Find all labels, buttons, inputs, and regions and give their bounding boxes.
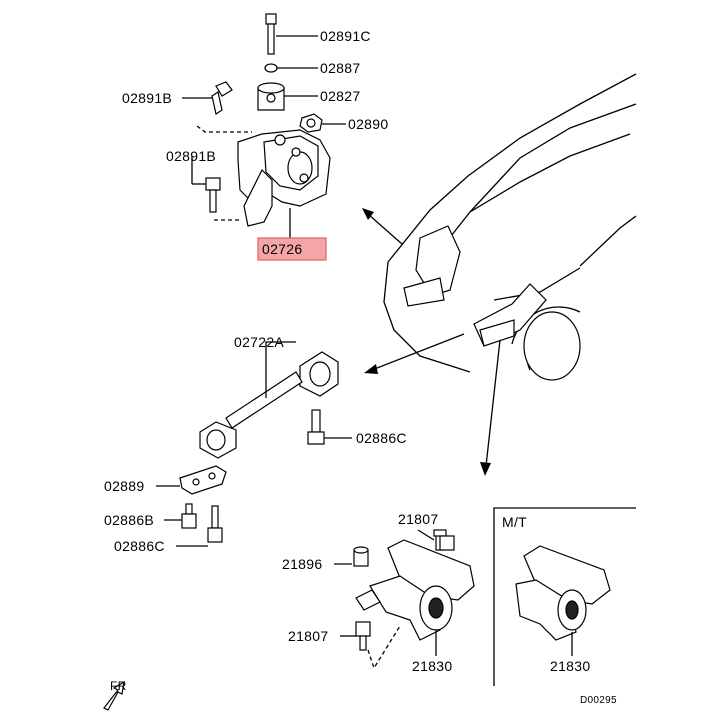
torque-rod-02722a xyxy=(199,351,339,459)
label-front: FR xyxy=(110,679,127,693)
label-02722a: 02722A xyxy=(234,334,284,350)
label-02827: 02827 xyxy=(320,88,360,104)
bolt-02886b xyxy=(181,503,197,529)
label-02726[interactable]: 02726 xyxy=(262,241,302,257)
label-02886b: 02886B xyxy=(104,512,154,528)
bolt-02891b-upper xyxy=(211,81,233,115)
mount-21830-mt xyxy=(515,545,611,641)
label-21807-upper: 21807 xyxy=(398,511,438,527)
front-direction-arrow xyxy=(103,680,125,711)
bolt-21807-lower xyxy=(355,621,371,651)
manual-transmission-panel[interactable] xyxy=(493,507,636,686)
bracket-02889 xyxy=(179,465,227,495)
label-02890: 02890 xyxy=(348,116,388,132)
bolt-21807-upper xyxy=(433,529,455,551)
stopper-02827 xyxy=(257,82,285,111)
label-02889: 02889 xyxy=(104,478,144,494)
label-21830-mt: 21830 xyxy=(550,658,590,674)
pointer-arrows xyxy=(362,208,501,476)
label-02891b-upper: 02891B xyxy=(122,90,172,106)
torque-rod-assembly[interactable] xyxy=(156,341,352,547)
label-02886c-rod: 02886C xyxy=(356,430,407,446)
bolt-02886c-rod xyxy=(307,409,325,445)
label-21830-at: 21830 xyxy=(412,658,452,674)
bolt-02886c-lower xyxy=(207,505,223,543)
nut-21896 xyxy=(353,546,369,567)
transmission-mount-assembly[interactable] xyxy=(334,529,475,670)
nut-02890 xyxy=(299,113,323,133)
label-02886c-lower: 02886C xyxy=(114,538,165,554)
engine-mount-assembly[interactable] xyxy=(182,13,346,238)
highlight-box xyxy=(257,237,327,261)
label-21896: 21896 xyxy=(282,556,322,572)
bolt-02891c xyxy=(265,13,277,55)
label-21807-lower: 21807 xyxy=(288,628,328,644)
engine-mount-02726 xyxy=(237,129,331,227)
label-02891c: 02891C xyxy=(320,28,371,44)
bolt-02891b-lower xyxy=(205,177,221,213)
mount-21830-at xyxy=(355,539,475,641)
label-02891b-lower: 02891B xyxy=(166,148,216,164)
vehicle-outline xyxy=(383,73,637,381)
label-mt: M/T xyxy=(502,514,527,530)
diagram-code: D00295 xyxy=(580,695,617,706)
engine-bay-mounts xyxy=(403,225,547,347)
label-02887: 02887 xyxy=(320,60,360,76)
washer-02887 xyxy=(264,63,278,73)
